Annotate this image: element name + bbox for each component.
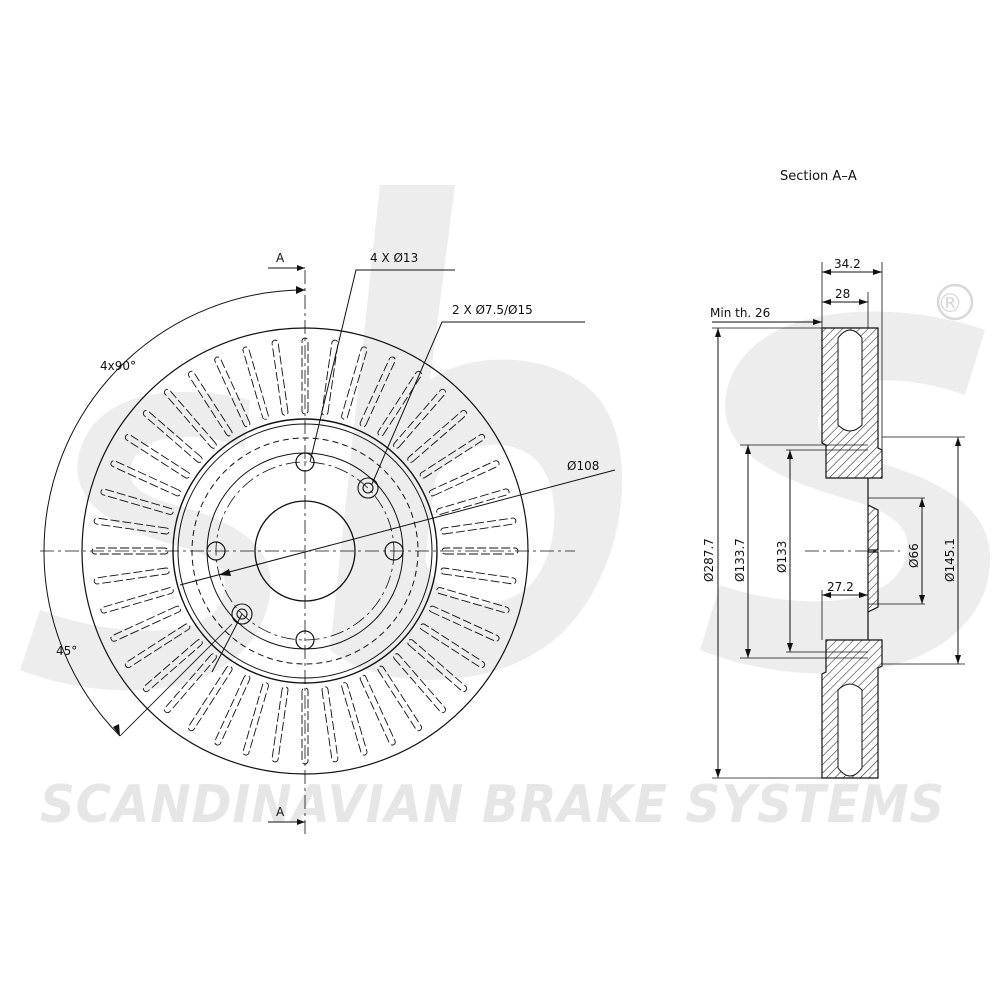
cooling-vent <box>214 356 251 428</box>
angle-arc-90-arrow-top <box>296 286 305 294</box>
pin-hole-inner <box>362 482 374 494</box>
pin-hole-inner <box>236 608 248 620</box>
pin-holes-leader <box>371 321 585 485</box>
dim-overall-thickness: 34.2 <box>834 257 861 271</box>
dim-center-bore: Ø66 <box>907 543 921 568</box>
cooling-vent <box>440 517 517 535</box>
angle-arc-45-arrow <box>113 724 120 736</box>
cooling-vent <box>419 433 486 479</box>
cooling-vent <box>142 639 203 692</box>
min-thickness-label: Min th. 26 <box>710 306 770 320</box>
cooling-vent <box>142 410 203 463</box>
cooling-vent <box>187 370 233 437</box>
cooling-vent <box>441 547 519 555</box>
section-marker-bottom-arrow <box>297 819 305 825</box>
angle-arc-45 <box>43 550 121 737</box>
cooling-vent <box>419 623 486 669</box>
cooling-vent <box>242 346 269 420</box>
cooling-vent <box>214 674 251 746</box>
cooling-vent <box>321 339 339 416</box>
dim-disc-thickness: 28 <box>835 287 850 301</box>
pin-hole-outer <box>357 477 379 499</box>
cooling-vent <box>124 623 191 669</box>
cooling-vent <box>359 356 396 428</box>
lower-vent-channel <box>837 683 863 777</box>
dim-hub-diameter-1: Ø133.7 <box>733 538 747 582</box>
pitch-diameter-label: Ø108 <box>567 459 599 473</box>
section-lower-half <box>821 551 883 779</box>
pin-hole-outer <box>231 603 253 625</box>
cooling-vent <box>428 460 500 497</box>
dim-outer-diameter: Ø287.7 <box>702 538 716 582</box>
angle-arc-90 <box>43 289 306 552</box>
cooling-vent <box>377 370 423 437</box>
cooling-vent <box>164 388 217 449</box>
cooling-vent <box>428 605 500 642</box>
cooling-vent <box>301 687 309 765</box>
dim-hub-diameter-2: Ø133 <box>775 541 789 573</box>
cooling-vent <box>110 605 182 642</box>
cooling-vent <box>124 433 191 479</box>
pitch-diameter-arrow <box>219 569 231 576</box>
cooling-vent <box>100 488 174 515</box>
cooling-vent <box>91 547 169 555</box>
cooling-vent <box>187 665 233 732</box>
pin-holes <box>231 477 379 625</box>
cooling-vent <box>359 674 396 746</box>
cooling-vent <box>93 517 170 535</box>
cooling-vent <box>407 639 468 692</box>
bolt-holes-leader <box>309 269 455 463</box>
section-marker-top-arrow <box>297 265 305 271</box>
angle-45-ref-line <box>119 623 233 737</box>
cooling-vent <box>407 410 468 463</box>
cooling-vent <box>164 653 217 714</box>
section-upper-half <box>821 327 883 551</box>
cooling-vent <box>301 337 309 415</box>
cooling-vent <box>321 686 339 763</box>
section-marker-bottom: A <box>276 805 285 819</box>
cooling-vent <box>436 488 510 515</box>
cooling-vent <box>393 388 446 449</box>
dim-hat-depth: 27.2 <box>827 580 854 594</box>
cooling-vent <box>440 567 517 585</box>
company-name-watermark: SCANDINAVIAN BRAKE SYSTEMS <box>40 775 945 835</box>
cooling-vent <box>110 460 182 497</box>
cooling-vent <box>93 567 170 585</box>
dim-hat-outer: Ø145.1 <box>943 538 957 582</box>
angle-90-label: 4x90° <box>100 359 136 373</box>
cooling-vent <box>341 346 368 420</box>
bolt-holes-label: 4 X Ø13 <box>370 251 418 265</box>
pin-holes-label: 2 X Ø7.5/Ø15 <box>452 303 533 317</box>
cooling-vent <box>393 653 446 714</box>
cooling-vents <box>91 337 519 765</box>
front-view: A A 4 X Ø13 2 X Ø7.5/Ø15 Ø108 4x90° 45° <box>40 251 616 835</box>
pitch-diameter-line <box>179 469 616 586</box>
cooling-vent <box>271 339 289 416</box>
upper-vent-channel <box>837 329 863 432</box>
section-view: Section A–A 34.2 28 Min th. 26 27.2 Ø287… <box>702 169 965 779</box>
logo-letter-s-right <box>700 311 991 674</box>
cooling-vent <box>436 587 510 614</box>
cooling-vent <box>100 587 174 614</box>
pin-holes-leader-lower <box>211 613 243 673</box>
cooling-vent <box>341 682 368 756</box>
section-marker-top: A <box>276 251 285 265</box>
registered-mark-ring <box>936 283 974 321</box>
cooling-vent <box>377 665 423 732</box>
cooling-vent <box>271 686 289 763</box>
angle-45-label: 45° <box>56 644 77 658</box>
logo-letter-s-left <box>20 391 271 691</box>
cooling-vent <box>242 682 269 756</box>
section-title: Section A–A <box>780 169 857 184</box>
dimension-arrows <box>715 269 961 778</box>
